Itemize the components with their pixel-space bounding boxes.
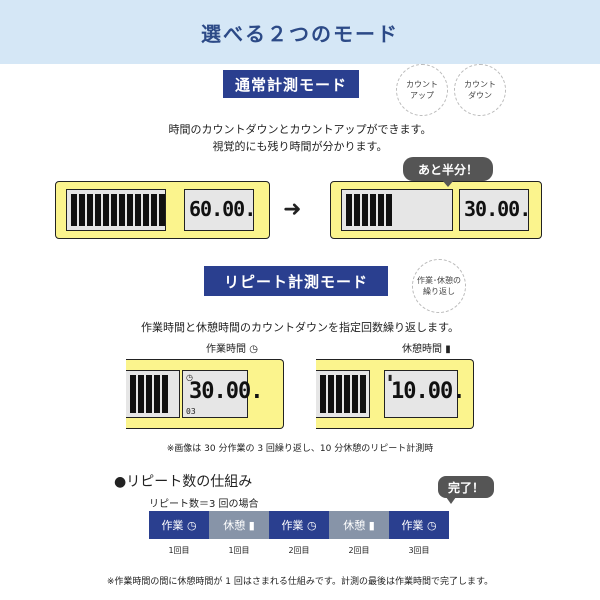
- step-rest-1: 休憩 ▮: [209, 511, 269, 539]
- step-count-2: 1回目: [228, 546, 250, 555]
- progress-bars: [346, 194, 392, 226]
- time-lcd: ◷ 30.00. 03: [182, 370, 263, 418]
- rest-time-display: 10.00.: [391, 379, 465, 404]
- page-title: 選べる２つのモード: [201, 21, 399, 46]
- bubble-tail: [442, 180, 454, 187]
- repeat-mode-label: リピート計測モード: [204, 266, 388, 296]
- clock-icon: ◷: [186, 518, 197, 532]
- progress-bars: [71, 194, 165, 226]
- rest-time-caption: 休憩時間 ▮: [402, 344, 451, 355]
- time-display: 30.00.: [464, 197, 531, 221]
- progress-lcd: [66, 189, 166, 231]
- cup-icon: ▮: [368, 518, 375, 532]
- step-count-3: 2回目: [288, 546, 310, 555]
- step-work-3: 作業 ◷: [389, 511, 449, 539]
- clock-icon: ◷: [249, 344, 258, 355]
- clock-icon: ◷: [426, 518, 437, 532]
- timer-device-half: 30.00.: [330, 181, 542, 239]
- half-left-bubble: あと半分！: [403, 157, 493, 181]
- repeat-counter: 03: [186, 407, 196, 416]
- image-note: ※画像は 30 分作業の 3 回繰り返し、10 分休憩のリピート計測時: [166, 444, 434, 454]
- clock-icon: ◷: [306, 518, 317, 532]
- structure-title: ●リピート数の仕組み: [114, 474, 253, 490]
- structure-subtitle: リピート数＝3 回の場合: [149, 499, 259, 510]
- footnote: ※作業時間の間に休憩時間が 1 回はさまれる仕組みです。計測の最後は作業時間で完…: [106, 577, 494, 587]
- work-time-caption: 作業時間 ◷: [206, 344, 258, 355]
- cup-icon: ▮: [248, 518, 255, 532]
- time-lcd: ▮ 10.00.: [384, 370, 465, 418]
- progress-bars: [320, 375, 366, 413]
- progress-lcd: [316, 370, 370, 418]
- step-work-1: 作業 ◷: [149, 511, 209, 539]
- progress-lcd: [341, 189, 453, 231]
- normal-mode-desc-2: 視覚的にも残り時間が分かります。: [212, 140, 388, 153]
- step-count-1: 1回目: [168, 546, 190, 555]
- countup-badge: カウント ダウン: [454, 64, 506, 116]
- work-timer-device: ◷ 30.00. 03: [126, 359, 284, 429]
- step-work-2: 作業 ◷: [269, 511, 329, 539]
- timer-device-full: 60.00.: [55, 181, 270, 239]
- step-count-5: 3回目: [408, 546, 430, 555]
- done-bubble: 完了！: [438, 476, 494, 498]
- cup-icon: ▮: [388, 373, 393, 382]
- progress-lcd: [126, 370, 180, 418]
- arrow-icon: ➜: [283, 197, 302, 222]
- normal-mode-label: 通常計測モード: [223, 70, 359, 98]
- time-lcd: 60.00.: [184, 189, 256, 231]
- rest-timer-device: ▮ 10.00.: [316, 359, 474, 429]
- step-count-4: 2回目: [348, 546, 370, 555]
- page-header: 選べる２つのモード: [0, 0, 600, 64]
- repeat-mode-desc: 作業時間と休憩時間のカウントダウンを指定回数繰り返します。: [141, 321, 459, 334]
- normal-mode-desc-1: 時間のカウントダウンとカウントアップができます。: [168, 123, 432, 136]
- cup-icon: ▮: [445, 344, 451, 355]
- countdown-badge: カウント アップ: [396, 64, 448, 116]
- bubble-tail: [446, 497, 456, 504]
- progress-bars: [130, 375, 168, 413]
- work-time-display: 30.00.: [189, 379, 263, 404]
- time-display: 60.00.: [189, 197, 256, 221]
- repeat-badge: 作業･休憩の 繰り返し: [412, 259, 466, 313]
- step-rest-2: 休憩 ▮: [329, 511, 389, 539]
- clock-icon: ◷: [186, 373, 193, 382]
- time-lcd: 30.00.: [459, 189, 531, 231]
